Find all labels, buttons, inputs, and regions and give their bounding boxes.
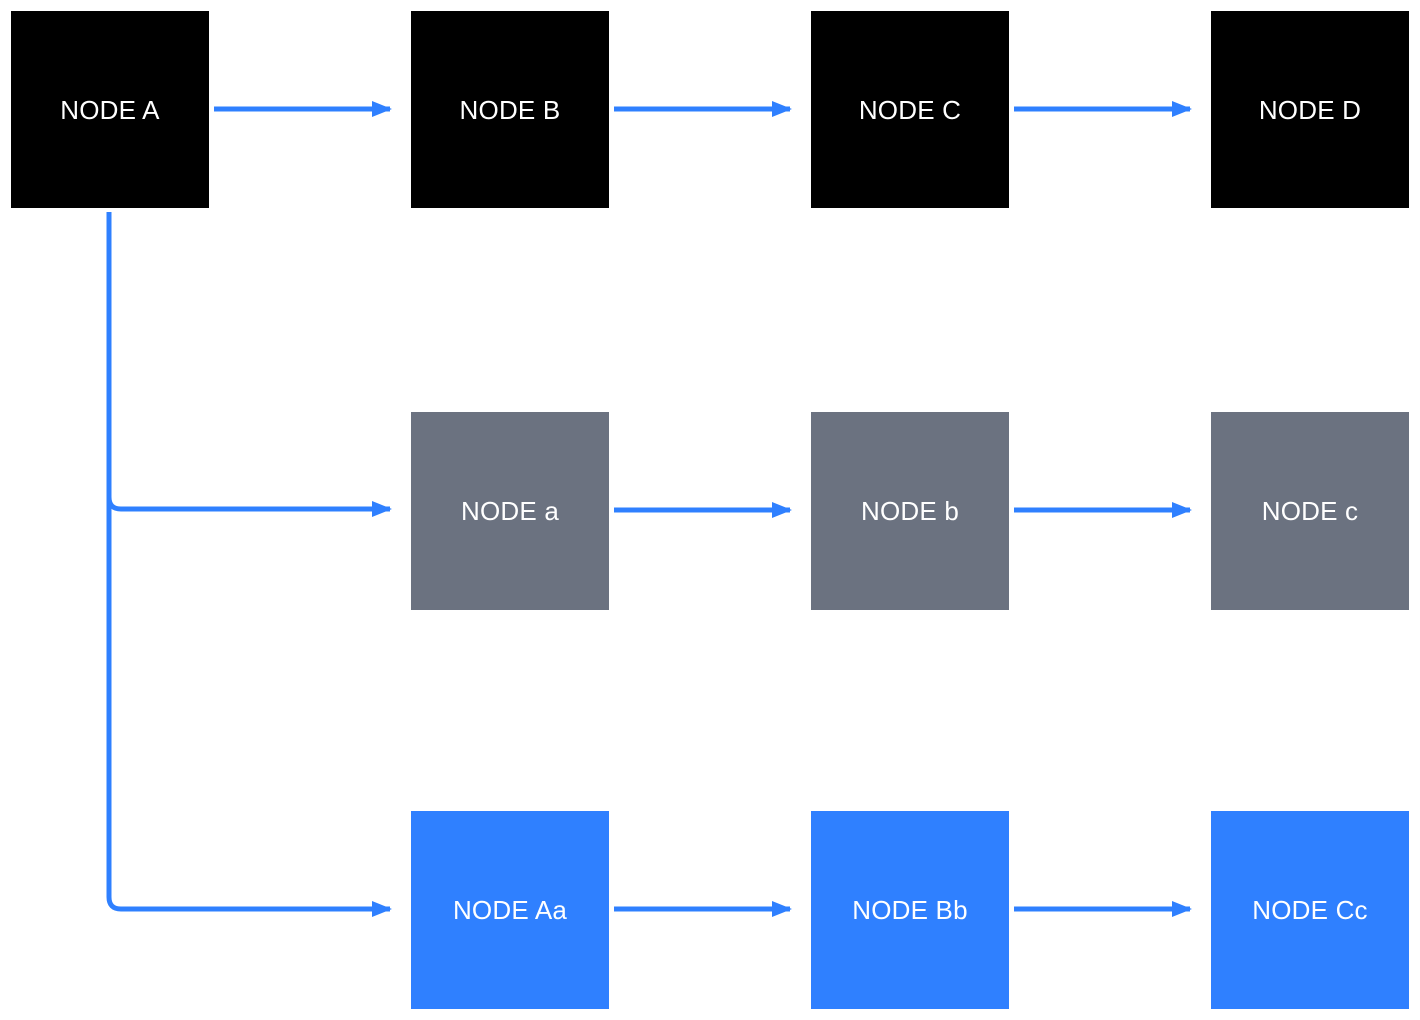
node-cc[interactable]: NODE Cc [1211, 811, 1409, 1009]
edge-node-a-to-node-lower-a [106, 212, 393, 517]
node-lower-b-label: NODE b [860, 496, 959, 526]
node-aa[interactable]: NODE Aa [411, 811, 609, 1009]
node-a-label: NODE A [60, 94, 160, 125]
node-lower-a-label: NODE a [460, 496, 559, 526]
node-lower-c[interactable]: NODE c [1211, 412, 1409, 610]
node-c[interactable]: NODE C [811, 11, 1009, 208]
edge-node-a-to-node-aa [106, 212, 393, 917]
node-lower-c-label: NODE c [1261, 496, 1359, 526]
node-bb-label: NODE Bb [852, 895, 968, 925]
node-lower-b[interactable]: NODE b [811, 412, 1009, 610]
node-c-label: NODE C [858, 94, 962, 125]
node-lower-a[interactable]: NODE a [411, 412, 609, 610]
node-b[interactable]: NODE B [411, 11, 609, 208]
node-aa-label: NODE Aa [452, 895, 568, 925]
node-bb[interactable]: NODE Bb [811, 811, 1009, 1009]
node-a[interactable]: NODE A [11, 11, 209, 208]
node-d-label: NODE D [1258, 94, 1362, 125]
node-b-label: NODE B [459, 94, 561, 125]
node-d[interactable]: NODE D [1211, 11, 1409, 208]
node-cc-label: NODE Cc [1252, 895, 1368, 925]
